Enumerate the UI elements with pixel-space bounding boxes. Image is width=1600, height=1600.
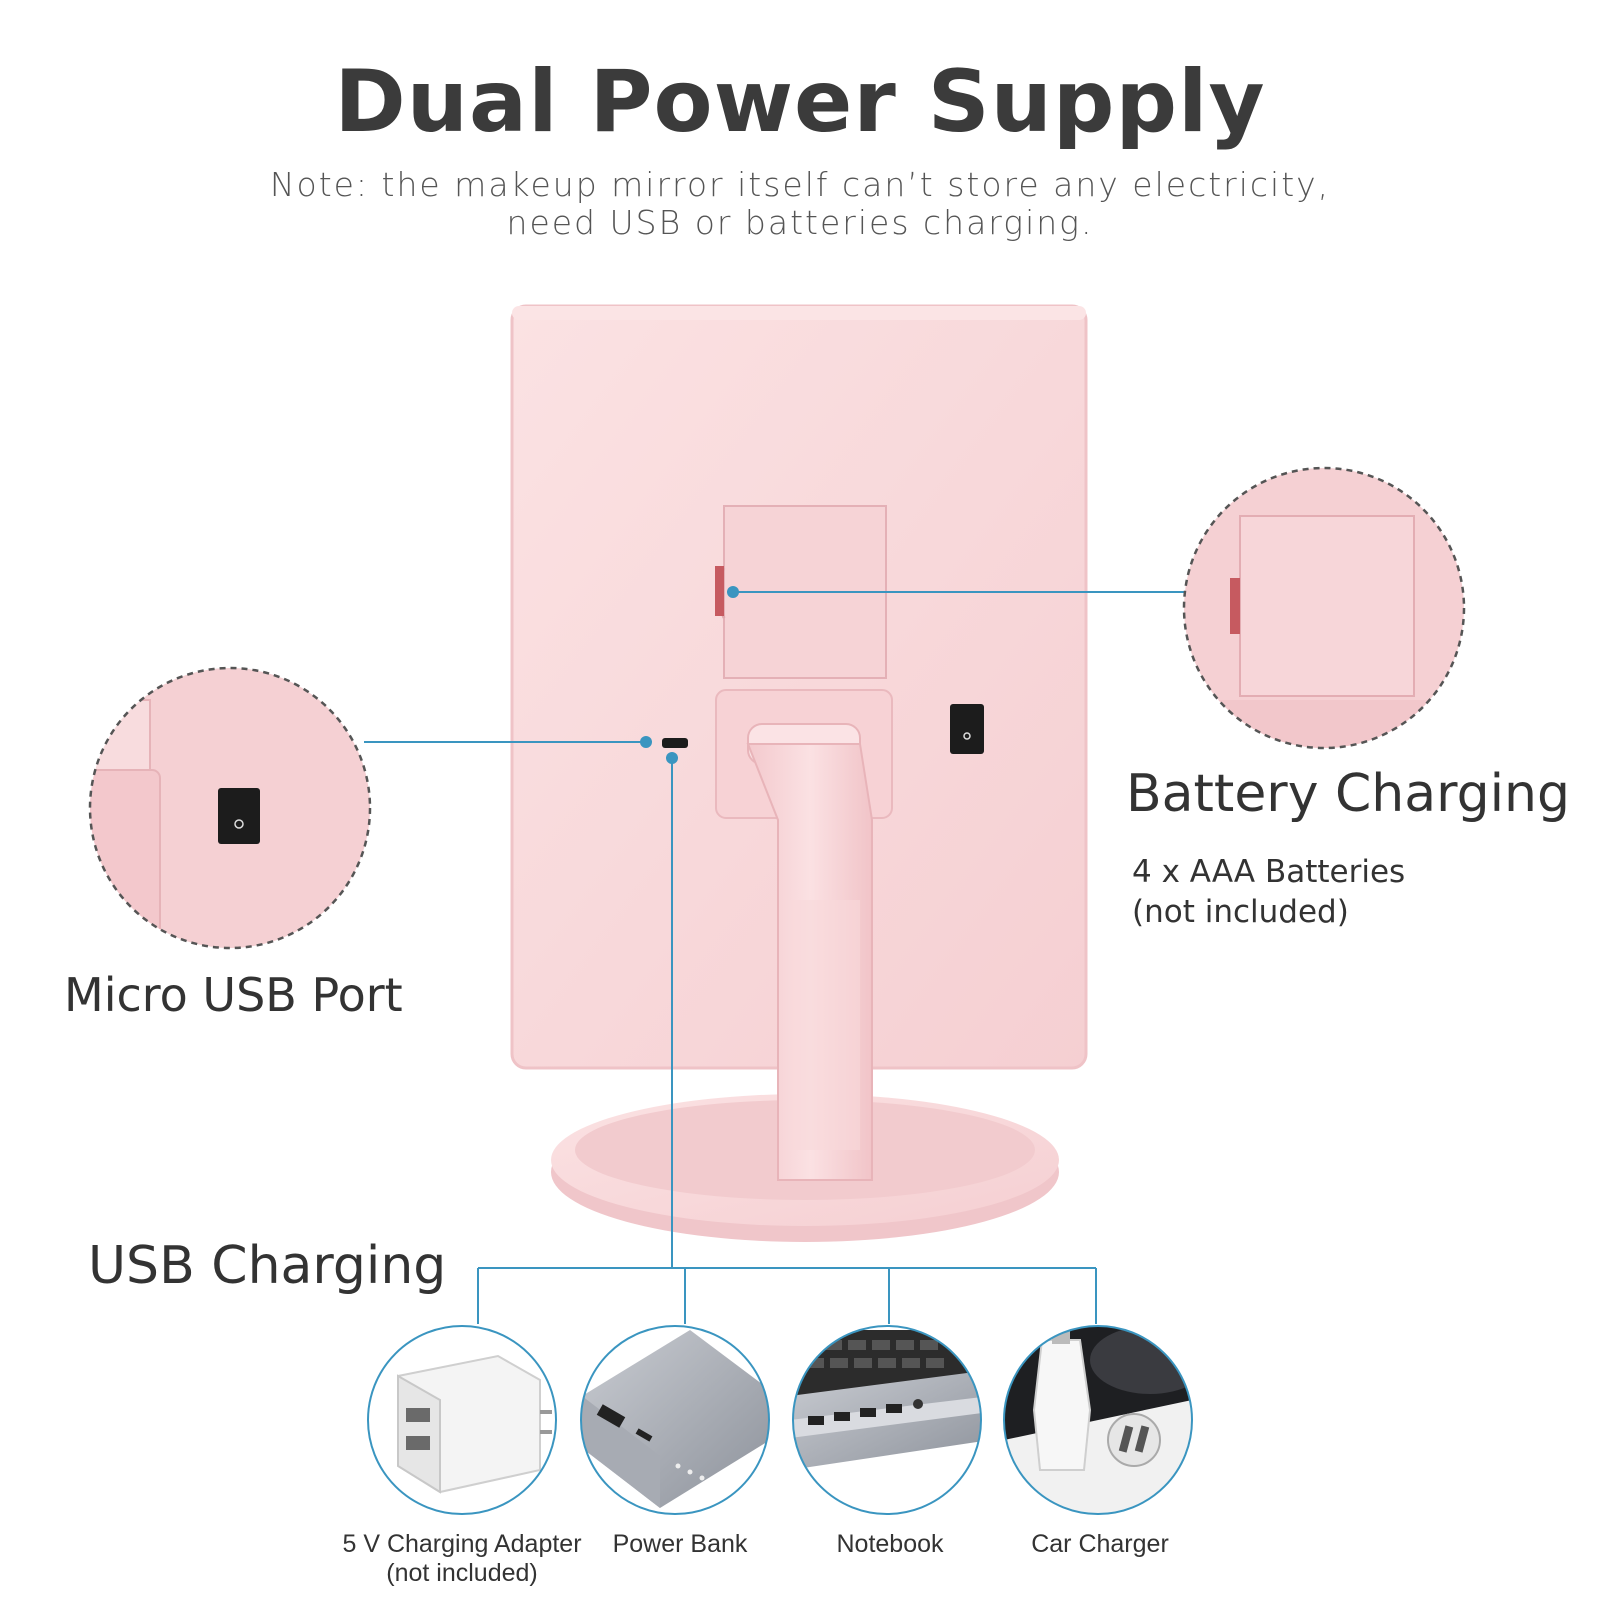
device-label-car-charger: Car Charger xyxy=(1031,1530,1169,1558)
device-label-adapter: 5 V Charging Adapter (not included) xyxy=(302,1530,622,1588)
battery-detail-line-1: 4 x AAA Batteries xyxy=(1132,854,1406,890)
micro-usb-slot-icon xyxy=(662,738,688,748)
note-line-2: need USB or batteries charging. xyxy=(506,203,1094,242)
device-label-power-bank: Power Bank xyxy=(612,1530,748,1558)
device-label: 5 V Charging Adapter xyxy=(342,1530,582,1558)
battery-zoom xyxy=(1182,466,1466,750)
usb-charging-label: USB Charging xyxy=(88,1236,447,1296)
battery-detail: 4 x AAA Batteries (not included) xyxy=(1132,852,1405,932)
callout-dots xyxy=(640,586,739,764)
mirror-back-panel xyxy=(510,304,1088,1070)
power-bank-icon xyxy=(580,1325,770,1515)
power-switch-icon xyxy=(950,704,984,754)
callout-lines xyxy=(364,591,1184,1324)
notebook-icon xyxy=(792,1325,982,1515)
wall-adapter-icon xyxy=(367,1325,557,1515)
car-charger-icon xyxy=(1003,1325,1193,1515)
note-line-1: Note: the makeup mirror itself can’t sto… xyxy=(269,165,1331,204)
battery-charging-label: Battery Charging xyxy=(1126,764,1571,824)
device-label-notebook: Notebook xyxy=(836,1530,944,1558)
note-text: Note: the makeup mirror itself can’t sto… xyxy=(0,166,1600,242)
device-sublabel: (not included) xyxy=(386,1559,538,1587)
micro-usb-zoom xyxy=(88,666,372,950)
micro-usb-port-label: Micro USB Port xyxy=(64,968,403,1022)
mirror-stand xyxy=(715,689,893,1181)
battery-detail-line-2: (not included) xyxy=(1132,894,1349,930)
page-title: Dual Power Supply xyxy=(334,52,1266,152)
